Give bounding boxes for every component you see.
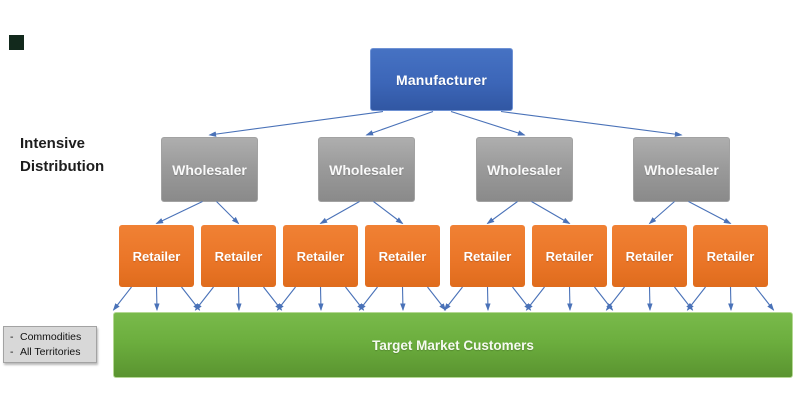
arrow (443, 286, 463, 311)
retailer-box-7: Retailer (612, 225, 687, 287)
arrow (400, 286, 406, 312)
wholesaler-box-4: Wholesaler (633, 137, 730, 202)
wholesaler-label: Wholesaler (487, 161, 562, 178)
notes-box: - Commodities - All Territories (3, 326, 97, 363)
wholesaler-box-1: Wholesaler (161, 137, 258, 202)
arrow (318, 286, 324, 312)
retailer-label: Retailer (625, 248, 674, 264)
retailer-box-3: Retailer (283, 225, 358, 287)
retailer-box-4: Retailer (365, 225, 440, 287)
arrow (728, 286, 734, 312)
arrow (236, 286, 242, 312)
retailer-box-5: Retailer (450, 225, 525, 287)
wholesaler-label: Wholesaler (329, 161, 404, 178)
diagram-title-line1: Intensive (20, 135, 86, 152)
arrow (181, 286, 201, 311)
retailer-label: Retailer (378, 248, 427, 264)
arrow (450, 110, 526, 136)
arrow (154, 286, 160, 312)
arrow (263, 286, 283, 311)
retailer-box-8: Retailer (693, 225, 768, 287)
arrow (594, 286, 614, 311)
arrow (605, 286, 625, 311)
retailer-label: Retailer (296, 248, 345, 264)
arrow (365, 110, 434, 136)
arrow (373, 201, 404, 225)
retailer-box-2: Retailer (201, 225, 276, 287)
note-bullet: - (10, 345, 14, 358)
note-bullet: - (10, 330, 14, 343)
arrow (500, 110, 683, 137)
arrow (276, 286, 296, 311)
diagram-title: Intensive Distribution (20, 132, 150, 178)
arrow (486, 201, 518, 225)
arrow (155, 201, 203, 224)
note-item: - All Territories (10, 345, 96, 360)
arrow (194, 286, 214, 311)
retailer-label: Retailer (214, 248, 263, 264)
arrow (647, 286, 653, 312)
arrow (345, 286, 365, 311)
arrow (688, 201, 732, 225)
wholesaler-label: Wholesaler (644, 161, 719, 178)
retailer-label: Retailer (706, 248, 755, 264)
manufacturer-box: Manufacturer (370, 48, 513, 111)
note-text: All Territories (20, 345, 81, 358)
arrow (319, 201, 360, 225)
arrow (525, 286, 545, 311)
note-item: - Commodities (10, 330, 96, 345)
arrow (485, 286, 491, 312)
wholesaler-box-3: Wholesaler (476, 137, 573, 202)
arrow (567, 286, 573, 312)
target-market-bar: Target Market Customers (113, 312, 793, 378)
retailer-box-1: Retailer (119, 225, 194, 287)
arrow (674, 286, 694, 311)
arrow (427, 286, 447, 311)
arrow (648, 201, 675, 225)
wholesaler-label: Wholesaler (172, 161, 247, 178)
retailer-label: Retailer (545, 248, 594, 264)
retailer-box-6: Retailer (532, 225, 607, 287)
arrow (755, 286, 775, 311)
diagram-title-line2: Distribution (20, 158, 105, 175)
manufacturer-label: Manufacturer (395, 71, 488, 88)
target-market-label: Target Market Customers (372, 337, 534, 353)
arrow (208, 110, 384, 137)
wholesaler-box-2: Wholesaler (318, 137, 415, 202)
retailer-label: Retailer (132, 248, 181, 264)
arrow (112, 286, 132, 311)
arrow (531, 201, 571, 225)
corner-marker-square (9, 35, 24, 50)
retailer-label: Retailer (463, 248, 512, 264)
arrow (216, 201, 240, 225)
note-text: Commodities (20, 330, 82, 343)
arrow (358, 286, 378, 311)
arrow (686, 286, 706, 311)
arrow (512, 286, 532, 311)
